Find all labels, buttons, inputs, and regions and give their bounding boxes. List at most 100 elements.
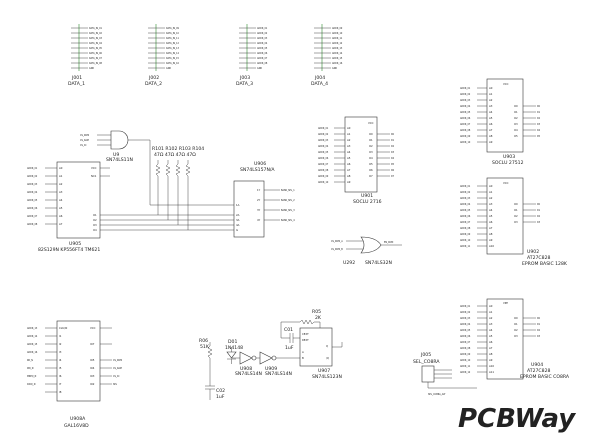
svg-text:O3: O3 [369,150,373,154]
svg-text:O2: O2 [514,116,518,120]
capacitor-c01: C01 1uF [281,327,300,351]
svg-text:ADDR_13: ADDR_13 [27,327,38,330]
svg-text:GND: GND [332,67,337,70]
svg-text:A5: A5 [489,214,493,218]
svg-text:DATA_IN_10: DATA_IN_10 [166,32,179,35]
svg-text:O3: O3 [514,334,518,338]
svg-text:D3: D3 [537,335,541,338]
svg-text:A3: A3 [489,322,493,326]
svg-text:CS_RAM: CS_RAM [80,139,89,142]
svg-text:A3: A3 [489,104,493,108]
svg-text:4Y: 4Y [257,218,261,222]
svg-text:MREQ_N: MREQ_N [27,375,37,378]
svg-text:A7: A7 [489,226,493,230]
svg-text:ADDR_06: ADDR_06 [460,117,471,120]
svg-text:2Y: 2Y [257,198,261,202]
svg-text:I6: I6 [59,374,62,378]
svg-text:A9: A9 [489,238,493,242]
svg-text:D0: D0 [537,317,541,320]
svg-text:VCC: VCC [503,82,509,86]
svg-text:DATA_IN_08: DATA_IN_08 [89,62,102,65]
svg-text:A6: A6 [347,162,351,166]
svg-text:IO2: IO2 [90,382,95,386]
svg-text:RD_N: RD_N [27,359,33,362]
svg-text:D1: D1 [537,111,541,114]
svg-text:O4: O4 [93,228,97,232]
svg-text:ADDR_14: ADDR_14 [27,335,38,338]
svg-text:A9: A9 [489,358,493,362]
svg-text:A7: A7 [489,346,493,350]
svg-text:ADDR_07: ADDR_07 [460,341,471,344]
svg-text:ADDR_02: ADDR_02 [318,133,329,136]
or-gate-u292: CS_ROM_ACS_ROM_BEN_ROM U292 SN74LS32N [331,236,402,266]
d01-ref: D01 [228,339,237,345]
svg-text:A5: A5 [59,206,63,210]
c01-ref: C01 [284,327,293,333]
u902-sub: EPROM BASIC 128K [522,261,568,267]
svg-text:ADDR_03: ADDR_03 [460,317,471,320]
svg-text:ADDR_01: ADDR_01 [27,167,38,170]
svg-text:D2: D2 [391,145,395,148]
j004-ref: J004 [314,75,325,81]
j005-value: SEL_CO8RA [413,359,440,365]
svg-text:DATA_IN_05: DATA_IN_05 [89,47,102,50]
svg-text:CS_ROM_B: CS_ROM_B [331,248,343,251]
svg-text:3Y: 3Y [257,208,261,212]
svg-text:O3: O3 [514,220,518,224]
svg-text:A3: A3 [489,202,493,206]
u901-value: SOCLU 2716 [353,199,382,205]
svg-text:A5: A5 [489,334,493,338]
svg-text:WR_N: WR_N [27,367,34,370]
u905-value: 82S129N KP556FT4 TM621 [38,247,100,253]
svg-text:O4: O4 [369,156,373,160]
svg-text:DATA_IN_03: DATA_IN_03 [89,37,102,40]
svg-text:ADDR_03: ADDR_03 [257,37,268,40]
svg-text:D4: D4 [391,157,395,160]
svg-text:GND: GND [166,67,171,70]
svg-text:DATA_IN_11: DATA_IN_11 [166,37,179,40]
u909-value: SN74LS14N [265,371,292,377]
svg-text:SEL: SEL [113,383,118,386]
svg-text:O2: O2 [514,328,518,332]
inverter-u908: U908 SN74LS14N [231,351,262,377]
svg-text:I2: I2 [59,342,62,346]
svg-text:DATA_IN_04: DATA_IN_04 [89,42,102,45]
svg-text:ADDR_13: ADDR_13 [332,47,343,50]
svg-text:IO3: IO3 [90,374,95,378]
svg-text:G: G [236,228,238,232]
svg-text:VCC: VCC [368,121,374,125]
svg-text:ADDR_05: ADDR_05 [318,151,329,154]
j004-name: DATA_4 [311,81,328,87]
svg-text:O5: O5 [514,134,518,138]
svg-text:D2: D2 [537,329,541,332]
svg-text:BANK_SEL_3: BANK_SEL_3 [281,209,295,212]
resistor-bank: R101 R102 R103 R104 47Ω 47Ω 47Ω 47Ω [100,146,234,231]
svg-text:ADDR_15: ADDR_15 [332,57,343,60]
svg-text:A4: A4 [489,328,493,332]
u902-ref: U902 [527,249,539,255]
svg-text:NC1: NC1 [91,174,97,178]
svg-text:A7: A7 [489,128,493,132]
svg-text:I5: I5 [59,366,62,370]
svg-text:VPP: VPP [503,301,508,305]
u903-value: SOCLU 27512 [492,160,524,166]
j003-ref: J003 [239,75,250,81]
u292-value: SN74LS32N [365,260,392,266]
svg-text:A6: A6 [489,340,493,344]
j002-ref: J002 [148,75,159,81]
svg-text:D2: D2 [537,117,541,120]
svg-text:A0: A0 [489,86,493,90]
svg-text:A1: A1 [59,174,63,178]
c02-value: 1uF [216,394,225,400]
svg-text:A2: A2 [489,196,493,200]
svg-text:ADDR_11: ADDR_11 [460,245,471,248]
svg-text:A2: A2 [59,182,63,186]
svg-text:ADDR_10: ADDR_10 [460,359,471,362]
svg-text:REXT: REXT [302,338,309,342]
svg-text:D6: D6 [391,169,395,172]
